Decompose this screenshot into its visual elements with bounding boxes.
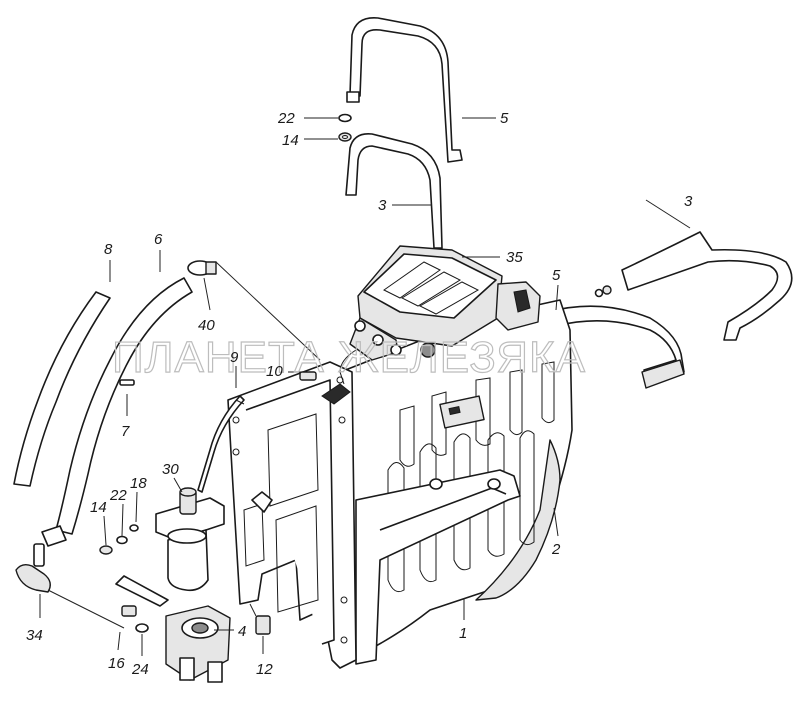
callout-6: 6 [154, 231, 163, 248]
callout-12: 12 [256, 661, 273, 678]
callout-24: 24 [131, 661, 149, 678]
bolt-12 [255, 615, 271, 635]
hose-8 [13, 291, 111, 487]
mounting-bracket [227, 361, 357, 669]
strap-upper-vertical [346, 17, 463, 163]
watermark: ПЛАНЕТА ЖЕЛЕЗЯКА [112, 333, 586, 382]
callout-34: 34 [26, 627, 43, 644]
callout-35: 35 [506, 249, 523, 266]
callout-1: 1 [459, 625, 467, 642]
hose-clamp-40 [187, 260, 217, 276]
callout-8: 8 [104, 241, 113, 258]
pin-7 [119, 379, 135, 386]
valve-4 [115, 575, 231, 683]
control-module-35 [321, 245, 541, 405]
callout-7: 7 [121, 423, 130, 440]
callout-3-left: 3 [378, 197, 387, 214]
callout-9: 9 [230, 349, 239, 366]
callout-2: 2 [551, 541, 561, 558]
callout-labels: 22 14 5 3 3 35 5 8 6 40 9 10 7 30 18 22 … [26, 110, 693, 678]
nut-14-top [338, 132, 352, 142]
nut-14-left [99, 545, 113, 555]
hose-6 [41, 277, 193, 547]
filter-30 [155, 487, 225, 592]
callout-5-right: 5 [552, 267, 561, 284]
callout-10: 10 [266, 363, 283, 380]
callout-22-left: 22 [109, 487, 127, 504]
callout-40: 40 [198, 317, 215, 334]
callout-4: 4 [238, 623, 246, 640]
tank-body [319, 299, 573, 661]
washer-22-left [116, 535, 128, 545]
washer-18 [129, 524, 139, 532]
callout-18: 18 [130, 475, 147, 492]
leader-lines [39, 117, 691, 656]
callout-3-right: 3 [684, 193, 693, 210]
callout-16: 16 [108, 655, 125, 672]
strap-right-long [594, 231, 793, 341]
callout-30: 30 [162, 461, 179, 478]
callout-22-top: 22 [277, 110, 295, 127]
wire-9 [197, 395, 245, 493]
strap-upper-curved [345, 132, 443, 249]
callout-14-left: 14 [90, 499, 107, 516]
tank-cradle-band [355, 469, 521, 665]
callout-5-top: 5 [500, 110, 509, 127]
callout-14-top: 14 [282, 132, 299, 149]
bolt-10 [299, 371, 317, 381]
strap-right-clamp [547, 305, 685, 389]
fitting-34 [15, 543, 51, 593]
washer-22-top [338, 113, 352, 123]
